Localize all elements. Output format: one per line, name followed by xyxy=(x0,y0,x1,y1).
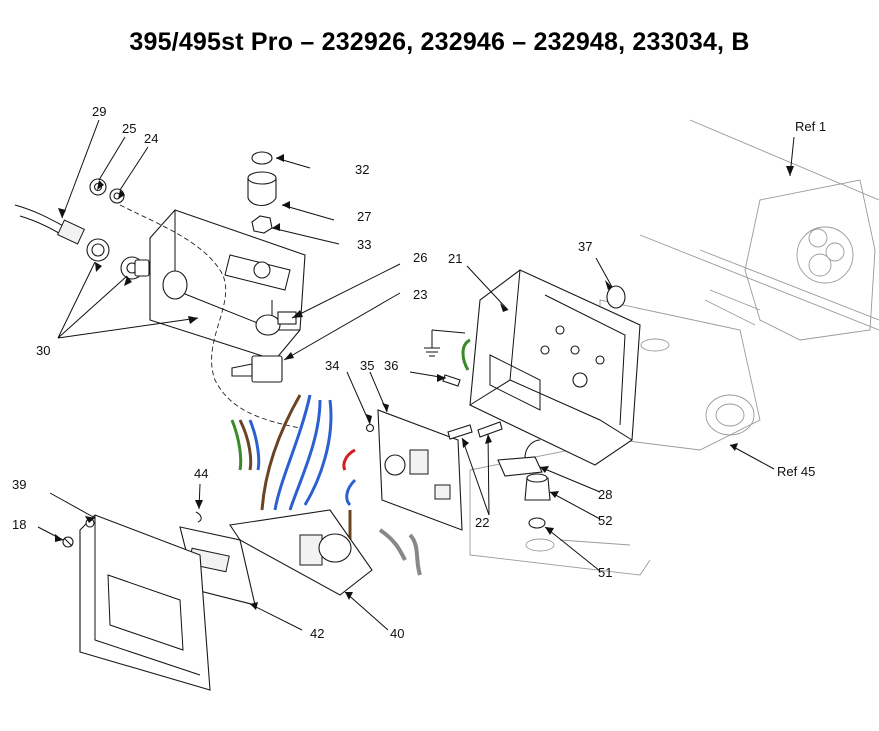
callout-18: 18 xyxy=(12,517,26,532)
oring-32 xyxy=(251,151,273,165)
callout-28: 28 xyxy=(598,487,612,502)
power-cord-29 xyxy=(14,204,86,245)
callout-36: 36 xyxy=(384,358,398,373)
clip-44 xyxy=(195,511,202,523)
callout-52: 52 xyxy=(598,513,612,528)
callout-39: 39 xyxy=(12,477,26,492)
screw-34 xyxy=(365,423,375,433)
callout-27: 27 xyxy=(357,209,371,224)
callout-24: 24 xyxy=(144,131,158,146)
callout-23: 23 xyxy=(413,287,427,302)
switch-23 xyxy=(231,355,283,383)
callout-34: 34 xyxy=(325,358,339,373)
callout-30: 30 xyxy=(36,343,50,358)
callout-51: 51 xyxy=(598,565,612,580)
callout-44: 44 xyxy=(194,466,208,481)
callout-29: 29 xyxy=(92,104,106,119)
cord-route xyxy=(119,204,301,429)
callout-35: 35 xyxy=(360,358,374,373)
callout-21: 21 xyxy=(448,251,462,266)
power-board-40 xyxy=(229,509,373,596)
callout-22: 22 xyxy=(475,515,489,530)
potentiometer-26 xyxy=(255,300,297,336)
oring-51 xyxy=(528,517,546,529)
fitting-52 xyxy=(524,473,551,501)
screws-22 xyxy=(447,421,503,440)
callout-37: 37 xyxy=(578,239,592,254)
sensor-28 xyxy=(497,439,543,477)
control-housing xyxy=(149,209,306,361)
callout-ref1: Ref 1 xyxy=(795,119,826,134)
nut-33 xyxy=(251,215,273,234)
callout-labels: 29 25 24 32 27 33 26 23 30 21 37 Ref 1 R… xyxy=(12,104,826,641)
callout-33: 33 xyxy=(357,237,371,252)
cover-39 xyxy=(79,514,211,691)
callout-26: 26 xyxy=(413,250,427,265)
ground-symbol xyxy=(424,329,466,357)
callout-25: 25 xyxy=(122,121,136,136)
motor-control-box-21 xyxy=(469,269,641,466)
arrowheads xyxy=(55,154,794,610)
callout-32: 32 xyxy=(355,162,369,177)
knob-27 xyxy=(247,171,277,207)
callout-ref45: Ref 45 xyxy=(777,464,815,479)
control-board-35 xyxy=(377,409,463,531)
bushing-37 xyxy=(606,285,626,309)
callout-40: 40 xyxy=(390,626,404,641)
screw-36 xyxy=(442,374,461,387)
pump-housing-ref1 xyxy=(639,119,879,341)
page-title: 395/495st Pro – 232926, 232946 – 232948,… xyxy=(129,28,750,56)
callout-42: 42 xyxy=(310,626,324,641)
screw-18 xyxy=(62,536,74,548)
